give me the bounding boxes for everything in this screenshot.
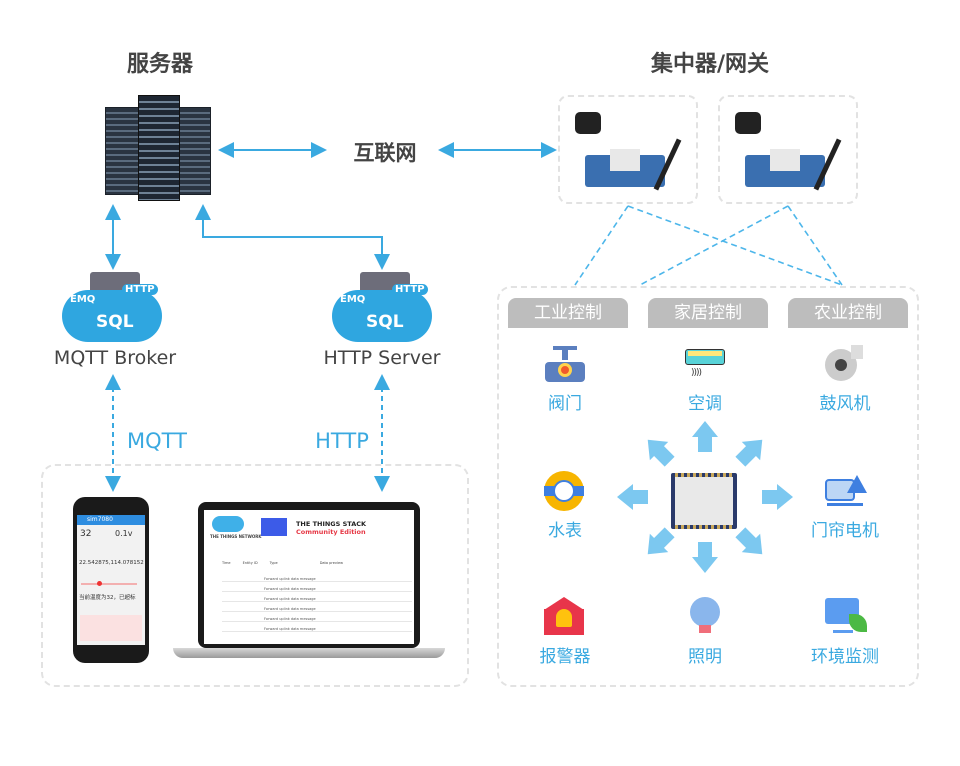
device-label-valve: 阀门 [548, 394, 582, 414]
valve-icon [545, 346, 585, 384]
device-label-blower: 鼓风机 [819, 394, 871, 414]
gps-antenna-icon [575, 112, 601, 134]
mqtt-protocol-label: MQTT [127, 429, 187, 453]
laptop-base [173, 648, 445, 658]
tab-agriculture-control[interactable]: 农业控制 [788, 298, 908, 328]
http-protocol-label: HTTP [315, 429, 369, 453]
end-devices-panel [497, 286, 919, 687]
http-server-label: HTTP Server [323, 347, 441, 369]
ttn-logo [212, 516, 244, 532]
device-label-curtain-motor: 门帘电机 [811, 521, 879, 541]
gateway-1 [558, 95, 698, 204]
mqtt-broker-cloud-icon: EMQ HTTP SQL [62, 272, 162, 344]
tab-industrial-control[interactable]: 工业控制 [508, 298, 628, 328]
curtain-motor-icon [825, 475, 867, 507]
air-conditioner-icon: )))) [685, 349, 725, 379]
device-label-environment: 环境监测 [811, 647, 879, 667]
module-arrows [617, 421, 793, 573]
gps-antenna-icon [735, 112, 761, 134]
water-meter-icon [544, 471, 584, 511]
client-devices-panel [41, 464, 469, 687]
light-bulb-icon [690, 597, 720, 637]
lora-module [671, 473, 737, 529]
http-server-cloud-icon: EMQ HTTP SQL [332, 272, 432, 344]
smartphone: sim7080 32 0.1v 22.542875,114.078152 当前温… [73, 497, 149, 663]
device-label-water-meter: 水表 [548, 521, 582, 541]
device-label-alarm: 报警器 [539, 647, 591, 667]
mqtt-broker-label: MQTT Broker [53, 347, 177, 369]
server-title: 服务器 [126, 52, 194, 77]
alarm-icon [544, 597, 584, 635]
device-label-lighting: 照明 [688, 647, 722, 667]
blower-icon [825, 345, 865, 385]
gateway-title: 集中器/网关 [650, 52, 770, 77]
device-label-ac: 空调 [688, 394, 722, 414]
server-rack-image [105, 95, 213, 201]
gateway-radio-links [574, 205, 843, 286]
gateway-2 [718, 95, 858, 204]
tab-home-control[interactable]: 家居控制 [648, 298, 768, 328]
server-http-link [195, 204, 390, 270]
internet-label: 互联网 [353, 141, 417, 165]
laptop: THE THINGS NETWORK THE THINGS STACK Comm… [198, 502, 420, 648]
environment-monitor-icon [825, 598, 867, 636]
